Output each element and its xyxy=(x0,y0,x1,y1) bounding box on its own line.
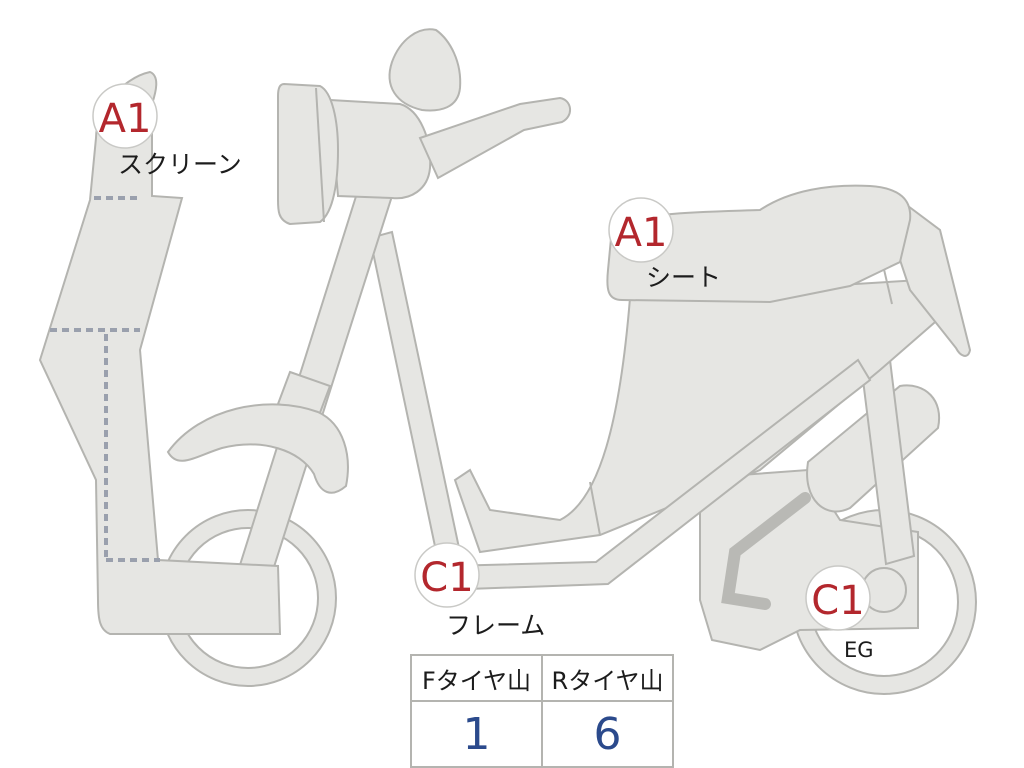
front-tire-value: 1 xyxy=(410,700,543,768)
frame-grade-badge xyxy=(414,542,480,608)
engine-label: EG xyxy=(844,638,874,662)
screen-marker: A1 スクリーン xyxy=(92,83,242,179)
headlight xyxy=(277,82,340,226)
rear-tire-header: Rタイヤ山 xyxy=(541,654,674,702)
frame-down xyxy=(368,230,464,572)
tire-tread-table: Fタイヤ山 Rタイヤ山 1 6 xyxy=(410,654,674,768)
engine-marker: C1 EG xyxy=(805,565,874,662)
frame-grade: C1 xyxy=(420,555,473,601)
seat-marker: A1 シート xyxy=(608,197,721,292)
front-fender xyxy=(166,403,349,494)
engine-grade: C1 xyxy=(811,578,864,624)
muffler-pipe xyxy=(721,492,811,610)
frame-marker: C1 フレーム xyxy=(414,542,545,640)
front-tire-header: Fタイヤ山 xyxy=(410,654,543,702)
handlebar xyxy=(418,96,571,180)
headlight-cowl xyxy=(328,98,432,200)
screen-label: スクリーン xyxy=(118,150,242,179)
mirror xyxy=(388,28,462,112)
seat-label: シート xyxy=(646,263,721,292)
leg-shield-dashes xyxy=(50,196,160,562)
seat xyxy=(606,184,912,304)
tire-table-header-row: Fタイヤ山 Rタイヤ山 xyxy=(410,654,674,702)
screen-grade-badge xyxy=(92,83,158,149)
seat-grade-badge xyxy=(608,197,674,263)
frame-label: フレーム xyxy=(446,611,545,640)
rear-body-panel xyxy=(453,278,944,554)
rear-tire-value: 6 xyxy=(541,700,674,768)
seat-grade: A1 xyxy=(615,210,668,256)
tire-table-value-row: 1 6 xyxy=(410,700,674,768)
engine-grade-badge xyxy=(805,565,871,631)
tail-cowl xyxy=(899,198,972,357)
screen-grade: A1 xyxy=(99,96,152,142)
